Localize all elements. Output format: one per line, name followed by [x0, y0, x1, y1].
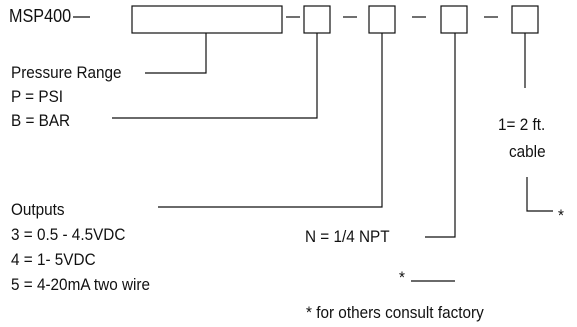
cable-option-line1: 1= 2 ft. — [498, 115, 546, 134]
fitting-other-asterisk: * — [399, 268, 405, 287]
pressure-unit-box — [303, 5, 331, 34]
model-code: MSP400 — [9, 6, 72, 26]
pressure-range-heading: Pressure Range — [11, 63, 122, 82]
pressure-unit-leader — [112, 33, 318, 119]
cable-other-asterisk: * — [558, 206, 564, 225]
cable-leader-lower — [526, 177, 553, 212]
pressure-range-box — [131, 5, 283, 34]
footnote: * for others consult factory — [306, 303, 484, 322]
fitting-box — [440, 5, 468, 34]
output-option-4: 4 = 1- 5VDC — [11, 250, 96, 269]
fitting-option-npt: N = 1/4 NPT — [305, 227, 390, 246]
pressure-option-bar: B = BAR — [11, 111, 71, 130]
output-leader — [158, 33, 383, 208]
output-option-3: 3 = 0.5 - 4.5VDC — [11, 225, 126, 244]
outputs-heading: Outputs — [11, 200, 65, 219]
cable-option-line2: cable — [509, 142, 546, 161]
cable-box — [511, 5, 539, 34]
pressure-option-psi: P = PSI — [11, 87, 64, 106]
fitting-leader — [425, 33, 456, 238]
output-option-5: 5 = 4-20mA two wire — [11, 275, 151, 294]
output-box — [368, 5, 396, 34]
pressure-range-leader — [145, 33, 207, 74]
